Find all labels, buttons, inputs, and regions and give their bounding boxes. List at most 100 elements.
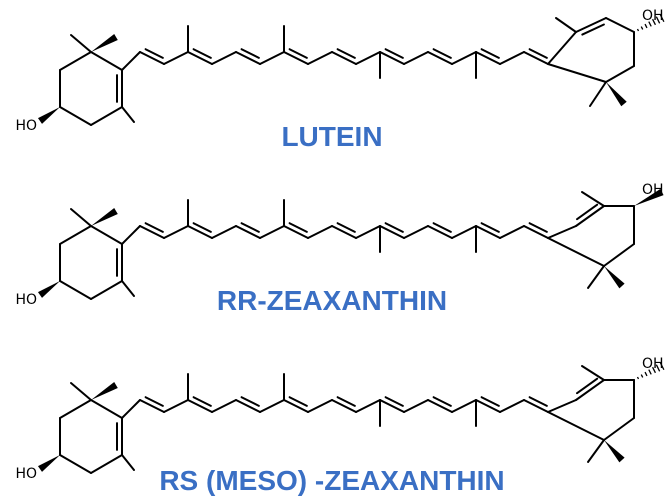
- bond-line: [603, 417, 635, 441]
- bond-line: [547, 399, 577, 413]
- bond-line: [605, 65, 635, 83]
- bond-line: [307, 399, 333, 413]
- bond-line: [575, 205, 605, 227]
- bond-line: [355, 51, 381, 65]
- hash-bond-stroke: [640, 26, 644, 30]
- bond-line: [283, 51, 309, 65]
- wedge-bond: [37, 107, 60, 124]
- bond-line: [523, 399, 549, 413]
- hash-bond-stroke: [636, 376, 640, 380]
- hash-bond-stroke: [644, 23, 648, 29]
- wedge-bond: [604, 266, 625, 289]
- bond-line: [605, 17, 635, 33]
- bond-line: [211, 399, 237, 413]
- double-bond-line: [240, 48, 260, 59]
- bond-line: [235, 51, 261, 65]
- bond-line: [59, 225, 92, 245]
- double-bond-line: [288, 48, 308, 59]
- double-bond-line: [336, 396, 356, 407]
- double-bond-line: [240, 222, 260, 233]
- wedge-bond: [37, 281, 60, 298]
- bond-line: [547, 31, 577, 65]
- bond-line: [307, 225, 333, 239]
- wedge-bond: [37, 455, 60, 472]
- double-bond-line: [192, 396, 212, 407]
- wedge-bond: [606, 82, 627, 107]
- bond-line: [121, 225, 141, 245]
- ho-label: HO: [15, 118, 37, 134]
- hash-bond-stroke: [648, 21, 652, 27]
- bond-line: [211, 51, 237, 65]
- bond-line: [70, 208, 92, 227]
- bond-line: [59, 51, 92, 71]
- double-bond-line: [144, 222, 164, 233]
- molecule-title: LUTEIN: [281, 121, 382, 152]
- bond-line: [555, 17, 577, 33]
- bond-line: [307, 51, 333, 65]
- bond-line: [587, 265, 605, 289]
- bond-line: [499, 225, 525, 239]
- hash-bond-stroke: [652, 18, 656, 26]
- bond-line: [163, 51, 189, 65]
- double-bond-line: [384, 48, 404, 59]
- bond-line: [187, 225, 213, 239]
- bond-line: [90, 280, 123, 300]
- bond-line: [121, 280, 135, 297]
- bond-line: [59, 399, 92, 419]
- bond-line: [70, 34, 92, 53]
- hash-bond-stroke: [659, 13, 665, 23]
- ho-label: HO: [15, 292, 37, 308]
- ho-label: HO: [15, 466, 37, 482]
- wedge-bond: [91, 207, 118, 226]
- bond-line: [499, 51, 525, 65]
- bond-line: [259, 51, 285, 65]
- double-bond-line: [480, 48, 500, 59]
- bond-line: [59, 106, 92, 126]
- bond-line: [355, 225, 381, 239]
- double-bond-line: [528, 48, 548, 59]
- bond-line: [235, 399, 261, 413]
- bond-line: [379, 51, 405, 65]
- bond-line: [331, 399, 357, 413]
- molecule-title: RS (MESO) -ZEAXANTHIN: [159, 465, 504, 496]
- bond-line: [121, 106, 135, 123]
- double-bond-line: [144, 396, 164, 407]
- bond-line: [283, 225, 309, 239]
- bond-line: [70, 382, 92, 401]
- bond-line: [451, 399, 477, 413]
- wedge-bond: [634, 188, 664, 206]
- double-bond-line: [528, 222, 548, 233]
- double-bond-line: [576, 377, 599, 395]
- molecule: HO OH LUTEIN: [15, 8, 665, 152]
- bond-line: [259, 399, 285, 413]
- bond-line: [139, 225, 165, 239]
- bond-line: [121, 399, 141, 419]
- double-bond-line: [581, 23, 605, 36]
- bond-line: [379, 225, 405, 239]
- bond-line: [403, 225, 429, 239]
- bond-line: [475, 399, 501, 413]
- bond-line: [90, 51, 123, 71]
- double-bond-line: [528, 396, 548, 407]
- oh-label: OH: [642, 8, 664, 24]
- bond-line: [451, 51, 477, 65]
- bond-line: [587, 439, 605, 463]
- bond-line: [547, 411, 605, 441]
- double-bond-line: [480, 222, 500, 233]
- bond-line: [403, 399, 429, 413]
- bond-line: [121, 51, 141, 71]
- double-bond-line: [192, 222, 212, 233]
- wedge-bond: [91, 33, 118, 52]
- hash-bond-stroke: [655, 364, 661, 372]
- bond-line: [603, 243, 635, 267]
- bond-line: [475, 225, 501, 239]
- bond-line: [499, 399, 525, 413]
- bond-line: [581, 191, 605, 207]
- double-bond-line: [240, 396, 260, 407]
- bond-line: [90, 106, 123, 126]
- double-bond-line: [288, 222, 308, 233]
- bond-line: [59, 280, 92, 300]
